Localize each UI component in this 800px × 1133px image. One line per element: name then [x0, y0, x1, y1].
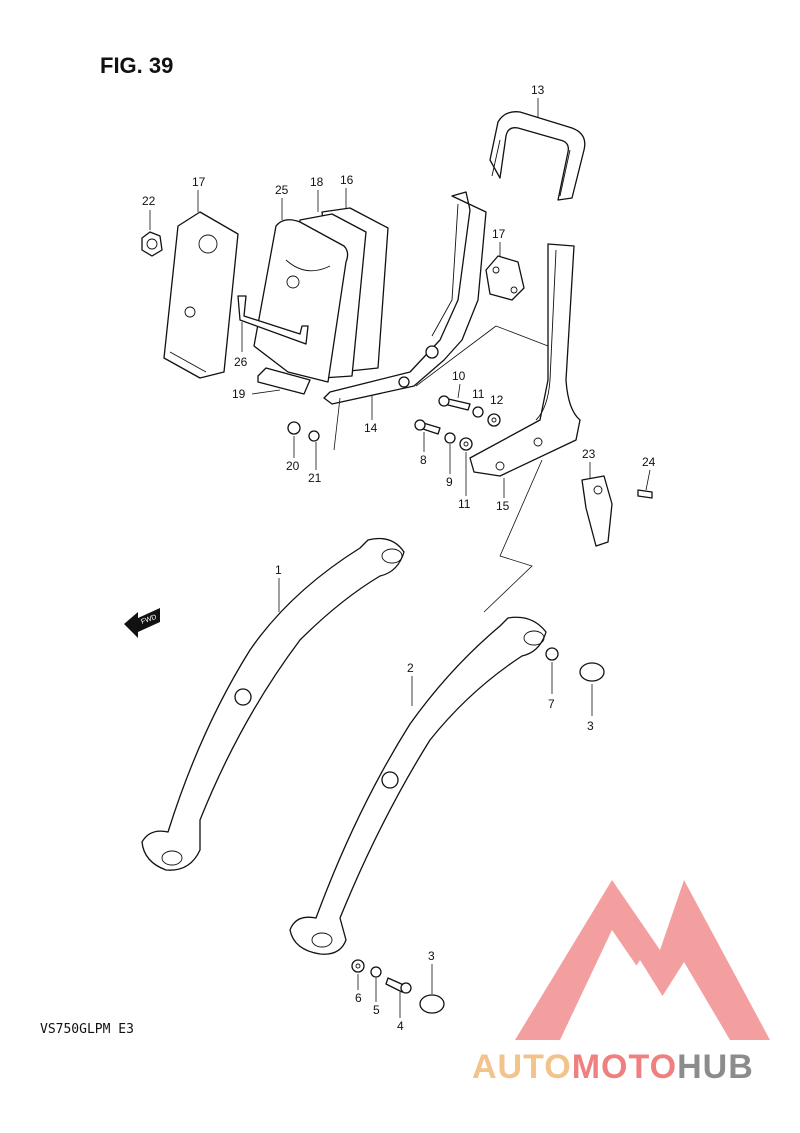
part-label-9: 9	[446, 475, 453, 489]
part-label-24: 22	[142, 194, 156, 208]
part-label-20: 18	[310, 175, 324, 189]
part-label-27: 25	[275, 183, 289, 197]
left-support-arm-part	[141, 537, 405, 871]
part-label-5: 5	[373, 1003, 380, 1017]
part-label-16: 15	[496, 499, 510, 513]
part-label-2: 2	[407, 661, 414, 675]
backrest-frame-part	[323, 191, 487, 405]
right-support-arm-part	[289, 616, 605, 1014]
part-label-12: 11	[472, 387, 485, 401]
part-label-13: 12	[490, 393, 504, 407]
backrest-pad-assembly	[141, 207, 389, 395]
part-label-11: 10	[452, 369, 466, 383]
part-label-22: 20	[286, 459, 300, 473]
part-label-26: 24	[642, 455, 656, 469]
part-label-25: 23	[582, 447, 596, 461]
watermark-part-auto: AUTO	[472, 1048, 572, 1086]
part-label-15: 14	[364, 421, 378, 435]
part-label-1: 1	[275, 563, 282, 577]
figure-title: FIG. 39	[100, 53, 174, 78]
part-label-4: 4	[397, 1019, 404, 1033]
fwd-arrow-icon: FWD	[124, 608, 160, 638]
assembly-guide-lines	[333, 325, 549, 613]
part-label-8: 8	[420, 453, 427, 467]
fastener-parts	[287, 395, 501, 451]
part-label-3: 3	[587, 719, 594, 733]
part-label-14: 13	[531, 83, 545, 97]
part-label-28: 26	[234, 355, 248, 369]
model-code: VS750GLPM E3	[40, 1022, 134, 1037]
part-label-3b: 3	[428, 949, 435, 963]
part-label-18: 17	[492, 227, 506, 241]
watermark-part-hub: HUB	[677, 1048, 754, 1086]
part-label-10: 11	[458, 497, 471, 511]
part-label-21: 19	[232, 387, 246, 401]
part-label-7: 7	[548, 697, 555, 711]
part-label-19: 17	[192, 175, 206, 189]
watermark-text: AUTOMOTOHUB	[472, 1048, 754, 1088]
part-number-labels: 13 17 25 18 16 22 17 26 19 10 11 12 14 2…	[142, 83, 656, 1033]
part-label-17: 16	[340, 173, 354, 187]
bracket-plate-part	[485, 255, 525, 301]
grab-handle-part	[489, 111, 586, 201]
watermark-part-moto: MOTO	[571, 1048, 678, 1086]
sissy-bar-upright-part	[469, 243, 653, 547]
watermark-logo-icon	[515, 880, 770, 1040]
part-label-23: 21	[308, 471, 322, 485]
part-label-6: 6	[355, 991, 362, 1005]
